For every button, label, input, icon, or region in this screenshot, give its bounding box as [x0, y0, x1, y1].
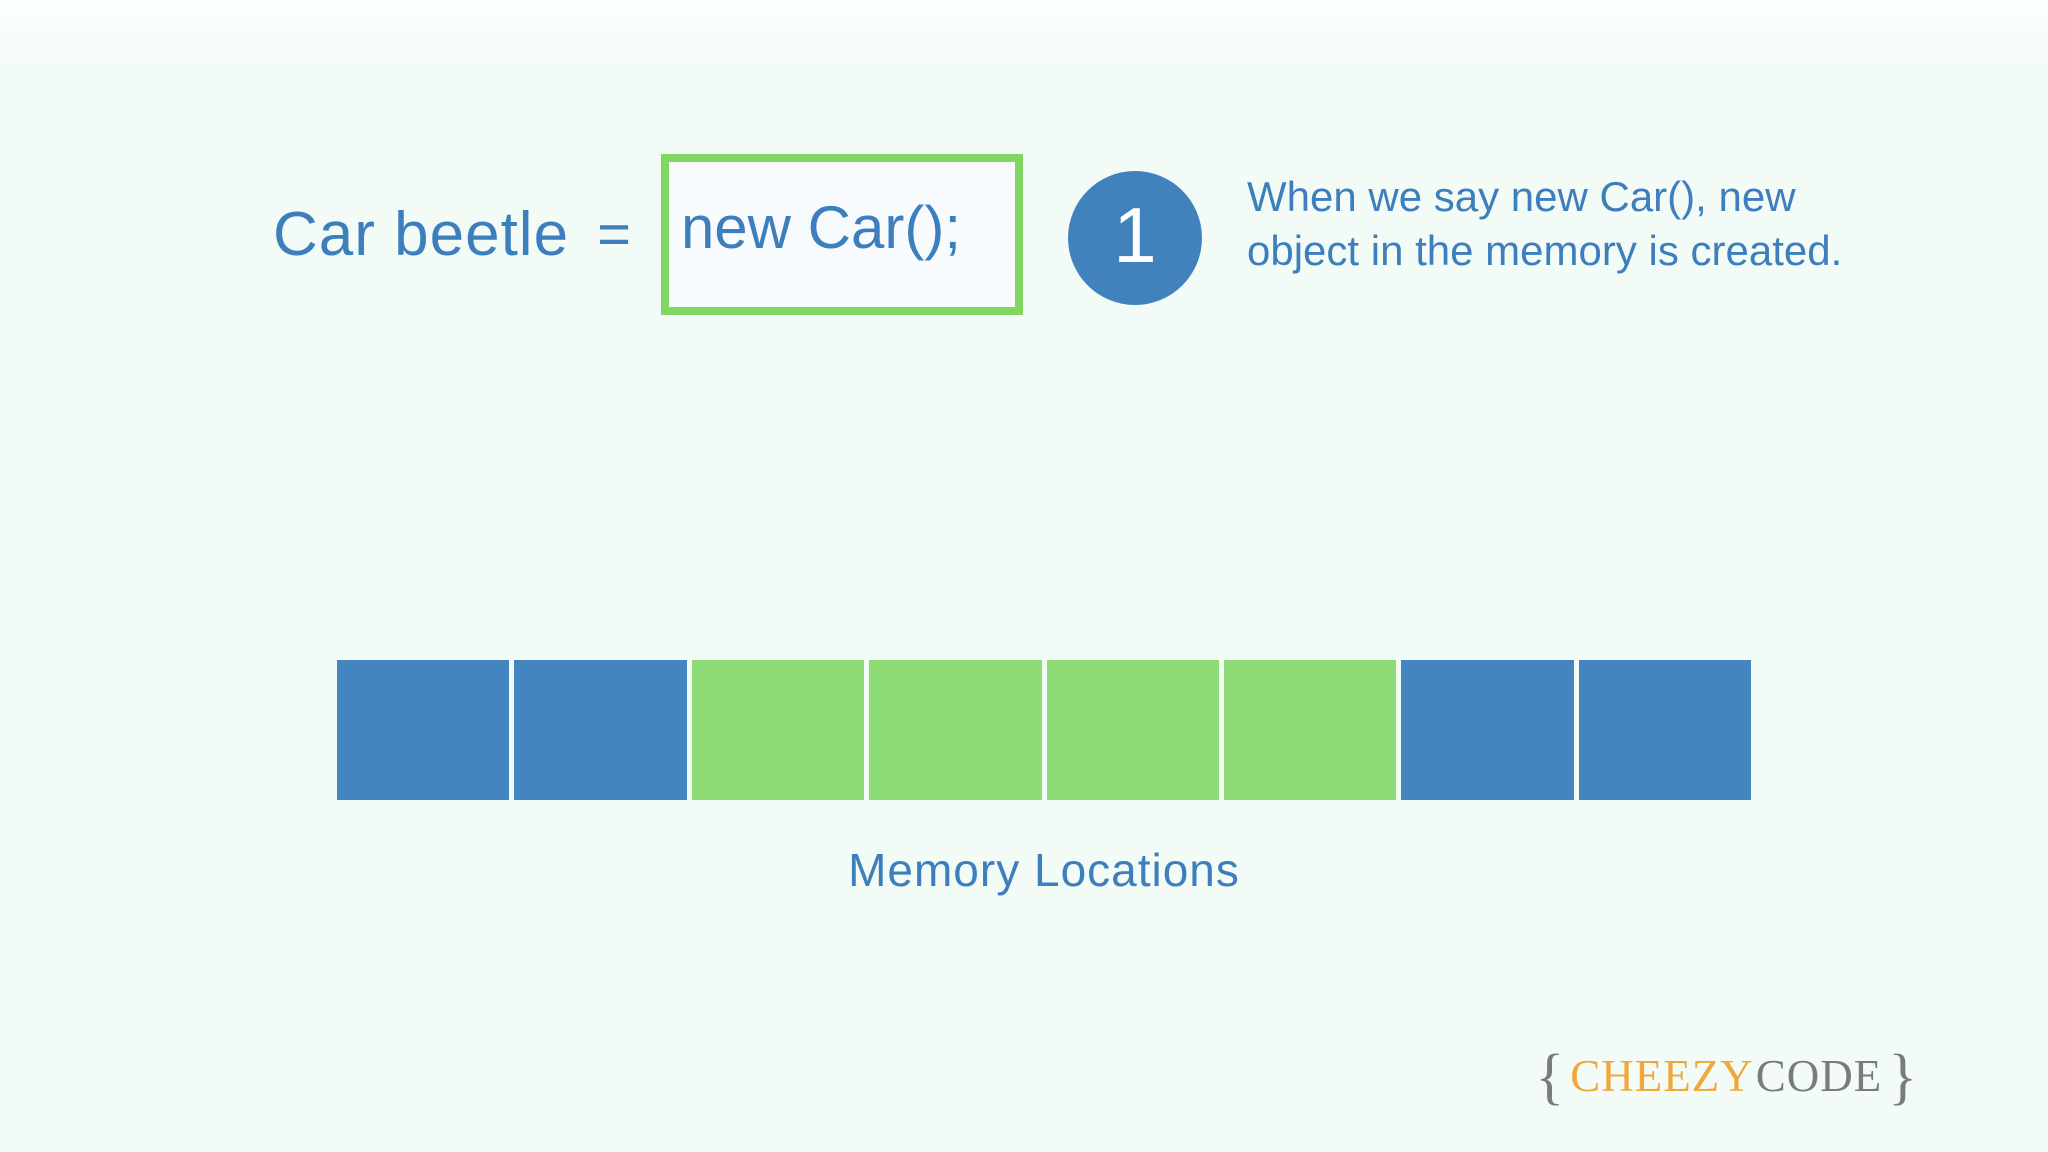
statement-row: Car beetle = new Car();: [273, 154, 1023, 315]
memory-cell-5: [1046, 660, 1219, 800]
memory-cell-2: [514, 660, 687, 800]
memory-cell-8: [1578, 660, 1751, 800]
step-number-badge: 1: [1068, 171, 1202, 305]
equals-sign: =: [597, 202, 631, 267]
memory-cell-7: [1401, 660, 1574, 800]
cheezycode-logo: { CHEEZY CODE }: [1535, 1041, 1917, 1111]
memory-cell-4: [869, 660, 1042, 800]
logo-brand-secondary: CODE: [1755, 1051, 1883, 1101]
variable-declaration-text: Car beetle: [273, 200, 570, 269]
memory-cell-6: [1223, 660, 1397, 800]
memory-cell-3: [691, 660, 865, 800]
step-number-text: 1: [1113, 191, 1157, 279]
step-description-line1: When we say new Car(), new: [1247, 173, 1796, 220]
memory-cell-1: [337, 660, 510, 800]
logo-open-brace: {: [1535, 1041, 1565, 1111]
step-description: When we say new Car(), new object in the…: [1247, 170, 1842, 278]
new-car-code-text: new Car();: [680, 194, 961, 261]
step-description-line2: object in the memory is created.: [1247, 226, 1843, 274]
logo-close-brace: }: [1888, 1041, 1917, 1111]
memory-bar: [337, 660, 1751, 800]
logo-brand-primary: CHEEZY: [1570, 1051, 1754, 1101]
memory-locations-label: Memory Locations: [848, 844, 1240, 896]
highlight-box: new Car();: [660, 154, 1023, 315]
